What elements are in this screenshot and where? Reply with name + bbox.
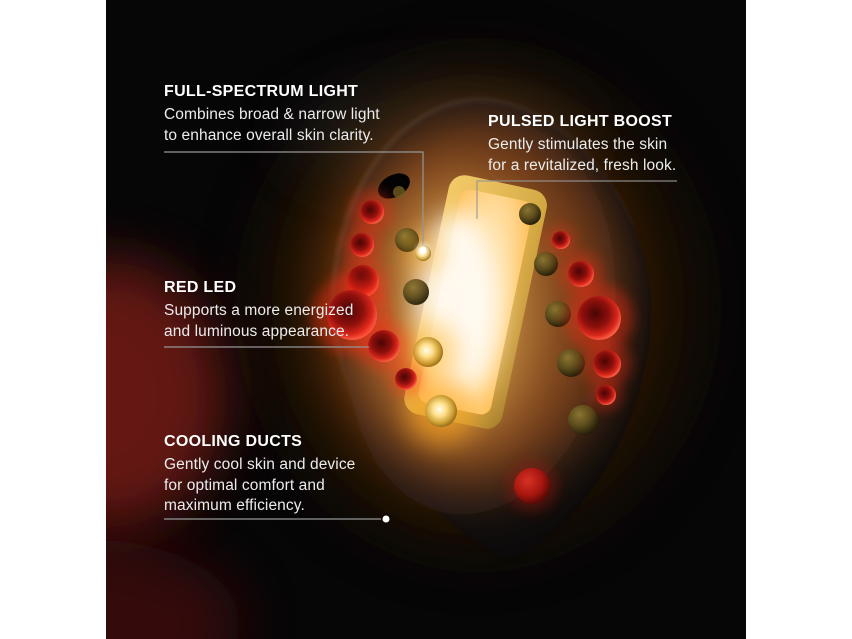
callout-text-line: and luminous appearance. xyxy=(164,322,350,340)
callout-red-led: RED LED Supports a more energized and lu… xyxy=(164,278,353,342)
leader-line-full-spectrum xyxy=(164,151,424,245)
red-led-group-left xyxy=(312,190,424,397)
callout-pulsed-light-boost: PULSED LIGHT BOOST Gently stimulates the… xyxy=(488,112,676,176)
callout-text-line: for optimal comfort and xyxy=(164,476,325,494)
callout-text-line: Gently stimulates the skin xyxy=(488,136,668,153)
leader-line-pulsed xyxy=(476,180,677,219)
callout-text-line: maximum efficiency. xyxy=(164,497,305,514)
callout-text-line: Supports a more energized xyxy=(164,302,354,319)
red-led-group-right xyxy=(546,225,633,411)
black-canvas: FULL-SPECTRUM LIGHT Combines broad & nar… xyxy=(106,0,746,639)
callout-text-line: Combines broad & narrow light xyxy=(164,106,380,123)
callout-heading: COOLING DUCTS xyxy=(164,433,303,450)
leader-dot-full-spectrum xyxy=(419,246,427,254)
device-illustration xyxy=(106,55,703,639)
top-vent-glint xyxy=(393,186,405,198)
callout-text-line: to enhance overall skin clarity. xyxy=(164,126,374,144)
bottom-left-red-glow xyxy=(106,540,241,639)
callout-full-spectrum-light: FULL-SPECTRUM LIGHT Combines broad & nar… xyxy=(164,82,380,146)
callout-heading: RED LED xyxy=(164,279,237,296)
callout-heading: PULSED LIGHT BOOST xyxy=(488,113,673,130)
cooling-red-dome xyxy=(506,460,558,512)
callout-cooling-ducts: COOLING DUCTS Gently cool skin and devic… xyxy=(164,432,355,517)
callout-heading: FULL-SPECTRUM LIGHT xyxy=(164,83,359,100)
olive-dome-group-right xyxy=(519,203,598,435)
callout-text-line: for a revitalized, fresh look. xyxy=(488,156,677,174)
callout-text-line: Gently cool skin and device xyxy=(164,456,356,473)
left-red-glow xyxy=(106,260,226,530)
leader-dot-cooling xyxy=(382,515,390,523)
